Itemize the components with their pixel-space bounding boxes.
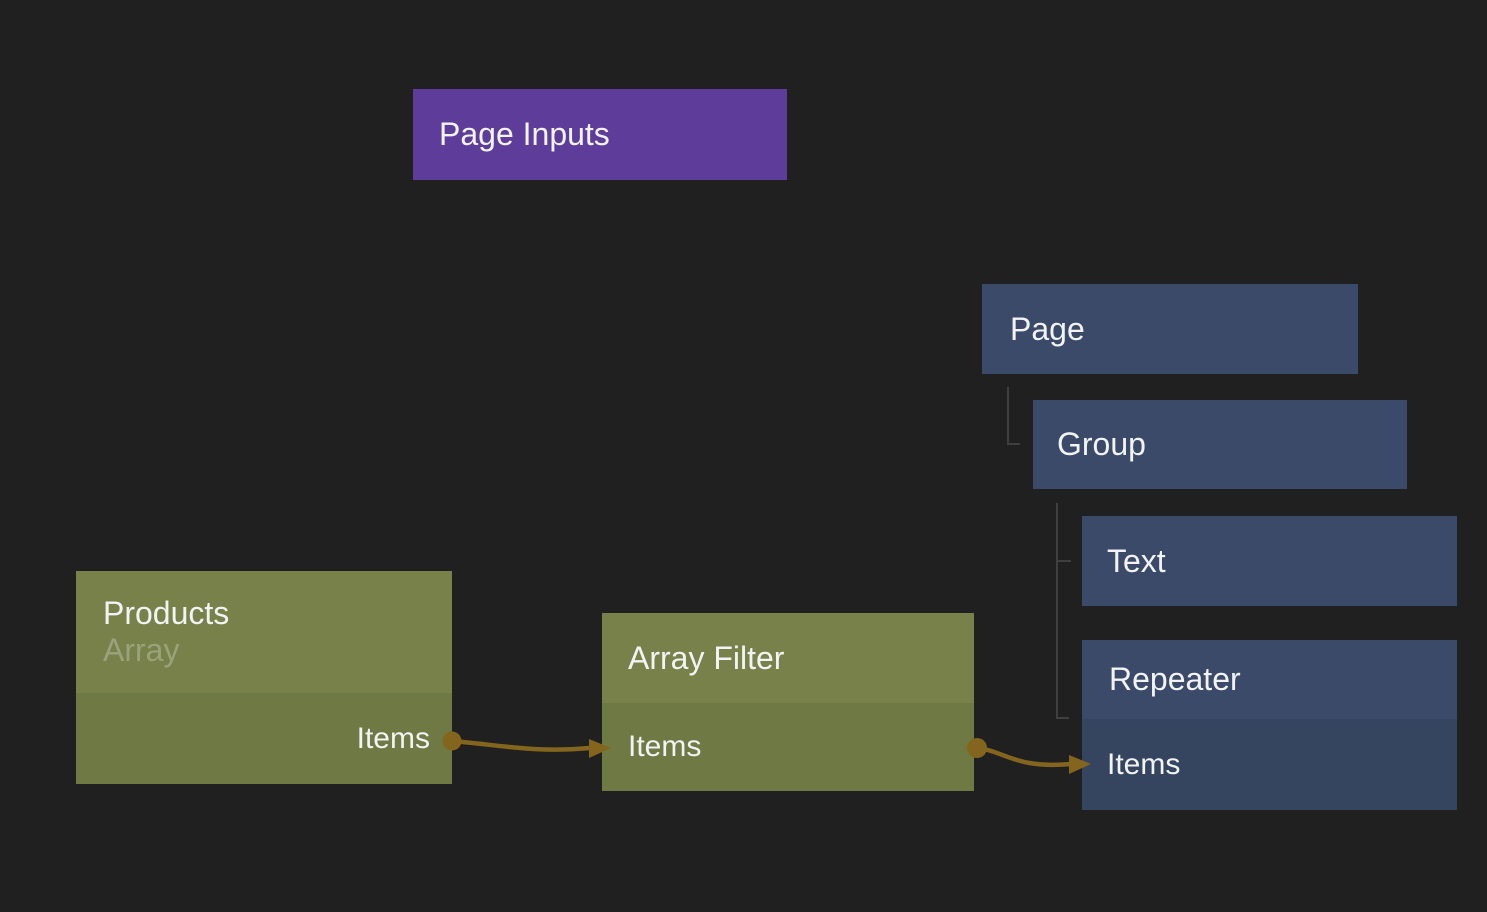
node-page[interactable]: Page — [982, 284, 1358, 374]
tree-connector-group-children — [1056, 503, 1069, 719]
node-group[interactable]: Group — [1033, 400, 1407, 489]
node-products-title: Products — [103, 595, 230, 631]
node-text-title: Text — [1107, 542, 1166, 579]
array-filter-items-port[interactable]: Items — [602, 703, 974, 791]
node-text[interactable]: Text — [1082, 516, 1457, 606]
products-items-output-port[interactable]: Items — [76, 693, 452, 784]
repeater-items-input-port[interactable]: Items — [1082, 719, 1457, 810]
products-items-port-label: Items — [356, 721, 430, 755]
node-repeater[interactable]: Repeater Items — [1082, 640, 1457, 810]
node-array-filter[interactable]: Array Filter Items — [602, 613, 974, 791]
array-filter-items-port-label: Items — [628, 730, 702, 763]
repeater-items-port-label: Items — [1107, 747, 1181, 781]
node-page-inputs-title: Page Inputs — [439, 116, 610, 152]
node-page-inputs[interactable]: Page Inputs — [413, 89, 787, 180]
node-page-title: Page — [1010, 310, 1085, 347]
wire-products-to-array-filter[interactable] — [451, 738, 591, 752]
tree-connector-page-group — [1007, 387, 1020, 445]
node-products[interactable]: Products Array Items — [76, 571, 452, 784]
node-products-type-label: Array — [103, 632, 180, 668]
node-repeater-title: Repeater — [1109, 661, 1241, 697]
node-group-title: Group — [1057, 426, 1146, 462]
wire-array-filter-to-repeater[interactable] — [976, 745, 1072, 768]
node-array-filter-title: Array Filter — [628, 639, 785, 676]
